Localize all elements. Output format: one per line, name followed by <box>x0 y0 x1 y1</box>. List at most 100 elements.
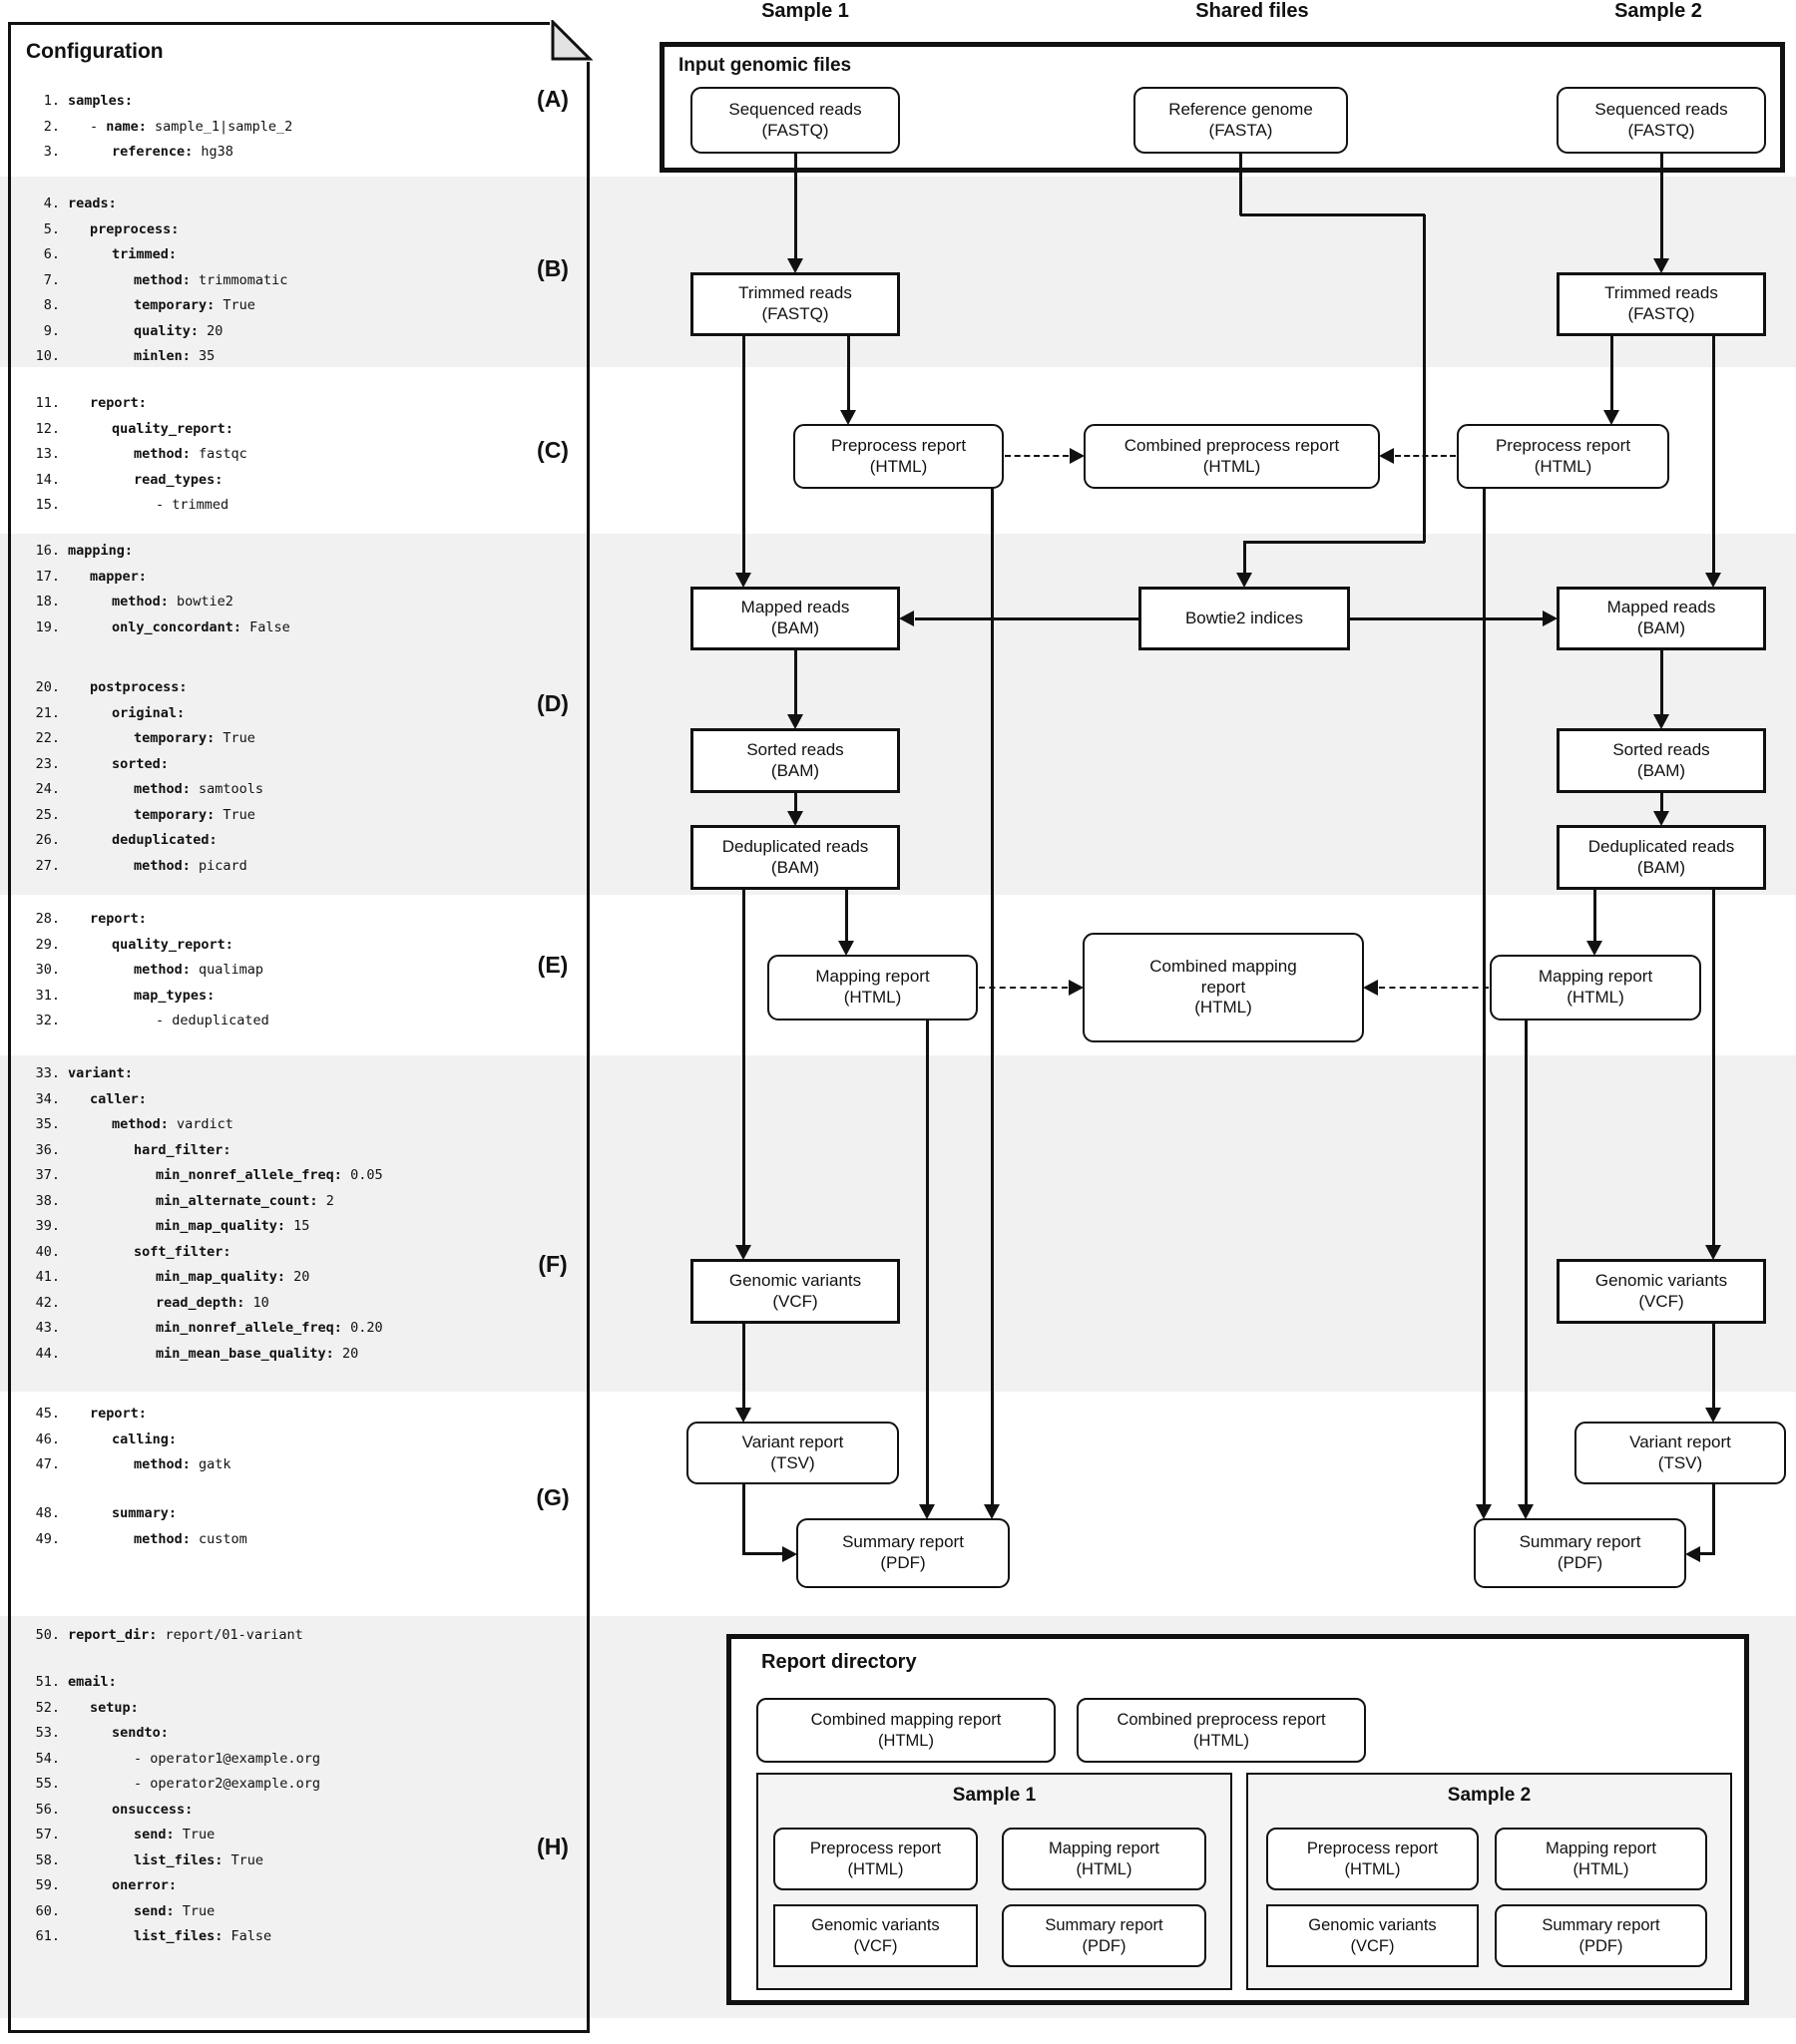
arrowhead-icon <box>1069 980 1084 996</box>
connector-line <box>847 336 850 410</box>
config-line: 49.method: custom <box>16 1527 575 1553</box>
connector-line <box>1243 542 1246 573</box>
arrowhead-icon <box>984 1504 1000 1519</box>
connector-line <box>1712 336 1715 573</box>
node-s1-dedup: Deduplicated reads(BAM) <box>690 825 900 890</box>
config-line-number: 41. <box>35 1269 60 1285</box>
node-ref-genome: Reference genome(FASTA) <box>1133 87 1348 154</box>
arrowhead-icon <box>787 258 803 273</box>
node-label: report <box>1200 977 1246 997</box>
config-line: 29.quality_report: <box>16 933 575 959</box>
node-s1-mapped: Mapped reads(BAM) <box>690 587 900 650</box>
node-label: (TSV) <box>770 1452 815 1472</box>
config-group: 50.report_dir: report/01-variant <box>16 1623 575 1649</box>
section-band <box>0 1055 1796 1392</box>
config-line-text: method: bowtie2 <box>112 594 233 610</box>
section-label-f: (F) <box>538 1251 568 1277</box>
node-label: Combined mapping report <box>810 1711 1002 1730</box>
node-label: (FASTQ) <box>761 304 829 323</box>
config-line: 13.method: fastqc <box>16 442 575 468</box>
connector-line <box>742 890 745 1245</box>
node-label: Mapping report <box>815 967 930 987</box>
config-group: 20.postprocess:21.original:22.temporary:… <box>16 675 575 879</box>
node-label: Mapping report <box>1049 1840 1159 1858</box>
config-line: 56.onsuccess: <box>16 1798 575 1824</box>
config-line-number: 17. <box>35 568 60 585</box>
node-s1-var-rpt: Variant report(TSV) <box>686 1422 899 1484</box>
report-dir-item: Genomic variants(VCF) <box>1266 1904 1479 1967</box>
config-line-number: 19. <box>35 618 60 635</box>
config-line-text: mapping: <box>68 543 134 559</box>
config-line-number: 40. <box>35 1243 60 1260</box>
config-line-number: 14. <box>35 471 60 488</box>
node-label: Combined preprocess report <box>1123 435 1340 455</box>
config-line: 58.list_files: True <box>16 1848 575 1874</box>
arrowhead-icon <box>1653 811 1669 826</box>
connector-line <box>1712 890 1715 1245</box>
node-label: (HTML) <box>1193 1731 1249 1750</box>
arrowhead-icon <box>1543 611 1558 626</box>
config-line-text: list_files: True <box>134 1851 264 1868</box>
config-line: 3.reference: hg38 <box>16 140 575 166</box>
arrowhead-icon <box>1070 448 1085 464</box>
config-line: 48.summary: <box>16 1501 575 1527</box>
node-label: (PDF) <box>880 1553 926 1572</box>
config-line: 30.method: qualimap <box>16 958 575 984</box>
report-dir-item: Mapping report(HTML) <box>1002 1828 1206 1890</box>
node-label: Genomic variants <box>1594 1270 1728 1290</box>
config-line-number: 11. <box>35 395 60 411</box>
config-line: 39.min_map_quality: 15 <box>16 1214 575 1240</box>
node-label: (HTML) <box>1534 456 1592 476</box>
config-line: 31.map_types: <box>16 984 575 1010</box>
config-line-text: min_alternate_count: 2 <box>156 1192 334 1209</box>
node-label: Sequenced reads <box>728 99 862 119</box>
config-line: 6.trimmed: <box>16 242 575 268</box>
node-label: (HTML) <box>869 456 928 476</box>
config-line-number: 55. <box>35 1776 60 1792</box>
config-line-number: 61. <box>35 1928 60 1944</box>
column-header-sample-2: Sample 2 <box>1614 0 1702 22</box>
config-line-text: - operator2@example.org <box>134 1776 320 1792</box>
config-line-number: 27. <box>35 857 60 874</box>
connector-line <box>1712 1324 1715 1408</box>
connector-line <box>915 617 1138 620</box>
section-label-e: (E) <box>537 952 569 978</box>
config-line-number: 60. <box>35 1902 60 1919</box>
node-label: Trimmed reads <box>738 283 852 303</box>
config-line-text: variant: <box>68 1065 134 1081</box>
config-line-number: 42. <box>35 1294 60 1311</box>
node-label: Trimmed reads <box>1604 283 1718 303</box>
config-line-text: minlen: 35 <box>134 348 216 364</box>
config-line: 44.min_mean_base_quality: 20 <box>16 1342 575 1368</box>
report-directory-title: Report directory <box>761 1651 917 1673</box>
config-line-text: soft_filter: <box>134 1243 231 1260</box>
node-label: Preprocess report <box>1495 435 1631 455</box>
config-line-text: quality: 20 <box>134 322 224 339</box>
config-line-text: sorted: <box>112 755 169 772</box>
node-label: Mapping report <box>1546 1840 1656 1858</box>
arrowhead-icon <box>1379 448 1394 464</box>
node-label: Genomic variants <box>728 1270 862 1290</box>
node-s2-preproc-rpt: Preprocess report(HTML) <box>1457 424 1669 489</box>
config-line: 42.read_depth: 10 <box>16 1291 575 1317</box>
config-line-text: method: fastqc <box>134 446 247 462</box>
config-line: 36.hard_filter: <box>16 1138 575 1164</box>
node-s1-sorted: Sorted reads(BAM) <box>690 728 900 793</box>
config-line-number: 5. <box>43 220 60 237</box>
config-line-number: 31. <box>35 987 60 1004</box>
arrowhead-icon <box>899 611 914 626</box>
node-comb-preproc-rpt: Combined preprocess report(HTML) <box>1084 424 1380 489</box>
connector-line <box>742 336 745 573</box>
config-line: 38.min_alternate_count: 2 <box>16 1189 575 1215</box>
config-line-number: 51. <box>35 1674 60 1690</box>
config-line: 45.report: <box>16 1402 575 1428</box>
config-group: 51.email:52.setup:53.sendto:54.- operato… <box>16 1670 575 1950</box>
node-label: (HTML) <box>1572 1859 1629 1878</box>
config-line: 8.temporary: True <box>16 293 575 319</box>
config-line-number: 12. <box>35 420 60 437</box>
report-dir-item: Combined preprocess report(HTML) <box>1077 1698 1366 1763</box>
config-line: 17.mapper: <box>16 565 575 591</box>
connector-line <box>845 890 848 941</box>
node-label: Summary report <box>1045 1916 1163 1935</box>
config-line-number: 59. <box>35 1877 60 1893</box>
